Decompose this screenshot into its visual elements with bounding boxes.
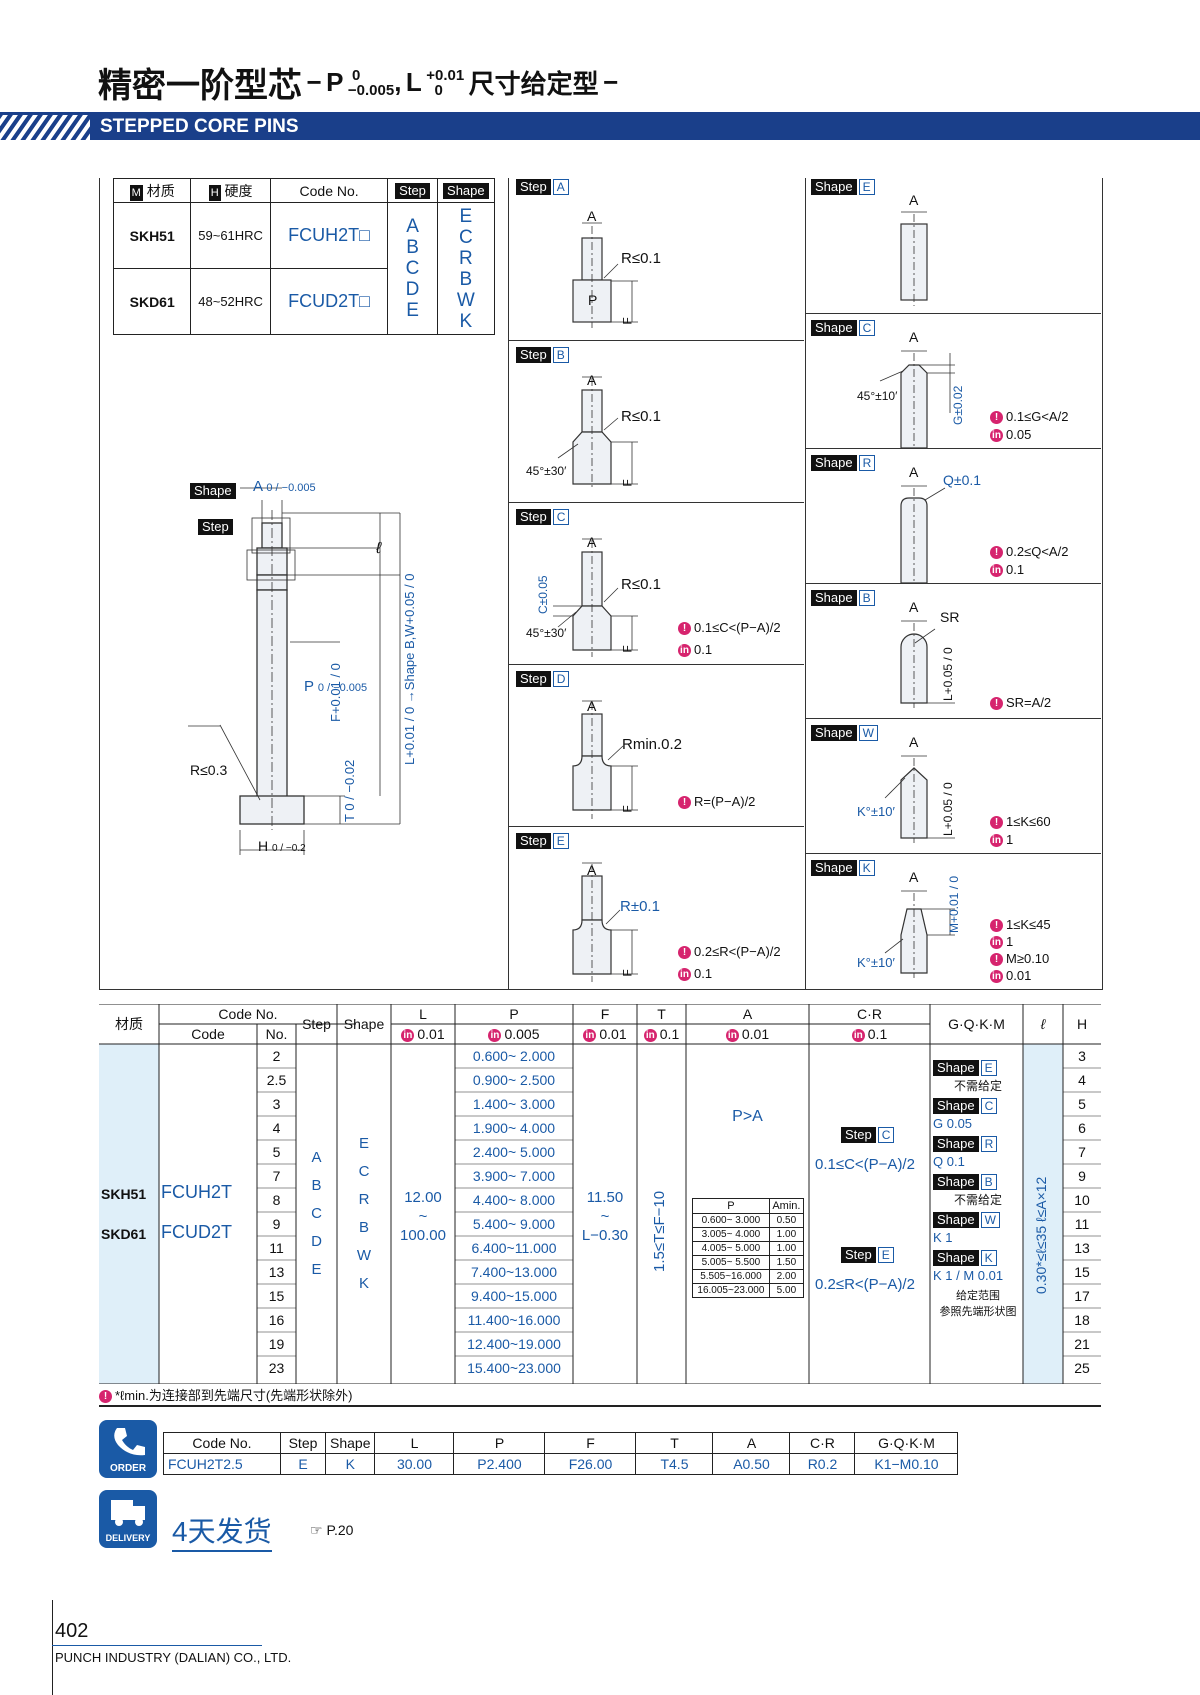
stripe-pattern <box>0 112 1200 140</box>
l-rule: 0.30*≤ℓ≤35 ℓ≤A×12 <box>1033 1176 1049 1294</box>
title-cn: 精密一阶型芯 <box>98 67 302 105</box>
page-title: 精密一阶型芯 − P 0−0.005 , L +0.01 0 尺寸给定型 − <box>98 66 619 105</box>
mat-skd61: SKD61 <box>112 268 192 335</box>
subtitle-bar: STEPPED CORE PINS <box>0 112 1200 140</box>
shape-b-drawing <box>900 620 955 708</box>
main-shape-tag: Shape <box>190 482 236 500</box>
step-e-drawing <box>572 862 638 982</box>
spec-table-grid <box>99 1004 1101 1384</box>
main-pin-drawing <box>188 487 401 855</box>
shape-r-drawing <box>900 485 946 583</box>
company-name: PUNCH INDUSTRY (DALIAN) CO., LTD. <box>55 1650 292 1665</box>
title-dash: − <box>306 67 322 97</box>
delivery-icon: DELIVERY <box>99 1490 157 1548</box>
l-range: 12.00~100.00 <box>400 1189 446 1244</box>
footer-vline <box>52 1600 53 1695</box>
main-f-dim: F+0.01 / 0 <box>328 663 343 722</box>
material-table: M 材质 H 硬度 Code No. Step Shape SKH51 59~6… <box>112 178 496 335</box>
main-r-label: R≤0.3 <box>190 762 228 778</box>
delivery-ref[interactable]: ☞ P.20 <box>310 1522 354 1538</box>
a-rule: P>A <box>732 1108 763 1125</box>
title-l: L <box>405 67 422 97</box>
main-l-dim: L+0.01 / 0 →Shape B,W+0.05 / 0 <box>402 573 417 765</box>
main-t-dim: T 0 / −0.02 <box>342 759 357 822</box>
phone-icon <box>114 1428 145 1456</box>
page-number: 402 <box>55 1620 89 1642</box>
shape-w-drawing <box>884 755 955 843</box>
main-l-small: ℓ <box>376 540 382 557</box>
shape-c-drawing <box>879 350 955 448</box>
drawing-area <box>99 178 1103 990</box>
subtitle: STEPPED CORE PINS <box>100 116 299 137</box>
step-d-drawing <box>572 700 638 819</box>
title-p: P <box>326 67 344 97</box>
main-p-dim: P 0 / −0.005 <box>304 678 368 695</box>
p-col: 0.600~ 2.000 0.900~ 2.500 1.400~ 3.000 1… <box>467 1048 561 1376</box>
step-b-drawing <box>557 376 638 490</box>
f-range: 11.50~L−0.30 <box>581 1189 629 1244</box>
main-a-dim: A 0 / −0.005 <box>253 478 316 495</box>
shape-k-drawing <box>884 890 955 978</box>
no-col: 2 2.5 3 4 5 7 8 9 11 13 15 16 19 23 <box>266 1048 287 1376</box>
spec-footnote: !*ℓmin.为连接部到先端尺寸(先端形状除外) <box>99 1385 1101 1407</box>
h-col: 3 4 5 6 7 9 10 11 13 15 17 18 21 25 <box>1074 1048 1090 1376</box>
delivery-days: 4天发货 <box>172 1510 272 1552</box>
cr-e-rule: 0.2≤R<(P−A)/2 <box>815 1276 915 1293</box>
t-rule: 1.5≤T≤F−10 <box>651 1190 668 1272</box>
cr-c-rule: 0.1≤C<(P−A)/2 <box>815 1156 915 1173</box>
step-a-drawing <box>572 222 638 328</box>
truck-icon <box>111 1500 145 1526</box>
footer-hline <box>52 1645 262 1646</box>
main-h-dim: H 0 / −0.2 <box>258 838 306 854</box>
title-suffix: 尺寸给定型 <box>468 69 599 99</box>
mat-skh51: SKH51 <box>112 202 192 269</box>
shape-e-drawing <box>900 211 928 306</box>
step-c-drawing <box>553 538 638 657</box>
main-step-tag: Step <box>198 518 233 536</box>
order-icon: ORDER <box>99 1420 157 1478</box>
